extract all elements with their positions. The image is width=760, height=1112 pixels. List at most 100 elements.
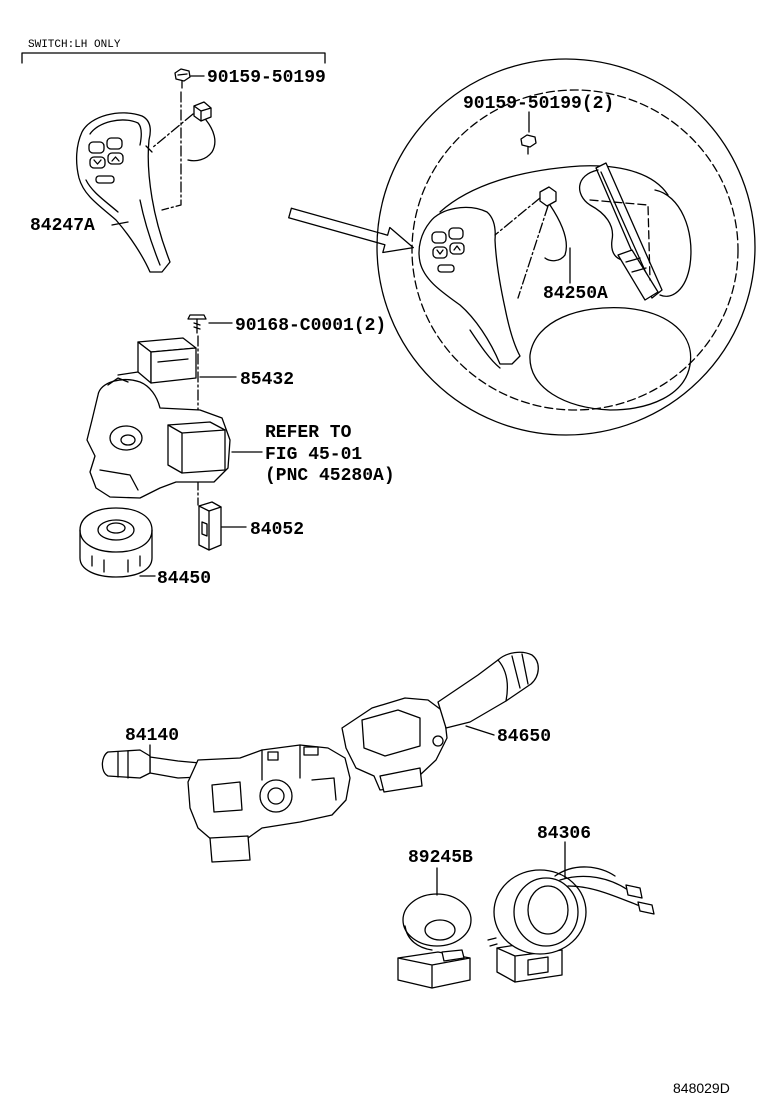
module-edges <box>167 424 226 474</box>
sensor-wall <box>404 925 433 951</box>
connector-edge <box>193 105 212 122</box>
switch-button <box>449 242 465 255</box>
chevron-down-icon <box>93 159 102 165</box>
switch-button <box>95 175 115 184</box>
lever-pivot-inner <box>267 787 285 805</box>
part-label-89245b: 89245B <box>408 848 473 868</box>
wire-connector <box>637 901 655 915</box>
combination-switch-body <box>86 377 231 499</box>
chevron-up-icon <box>111 156 120 162</box>
lever-pivot <box>259 779 293 813</box>
ignition-hole <box>109 425 143 451</box>
screw-icon <box>187 314 207 320</box>
housing-tab <box>303 746 319 756</box>
part-label-84250a: 84250A <box>543 284 608 304</box>
refer-text-line-2: FIG 45-01 <box>265 445 362 465</box>
switch-lower-rim <box>85 179 119 213</box>
steering-wheel <box>376 58 756 436</box>
housing-tab <box>267 751 279 761</box>
refer-text-line-3: (PNC 45280A) <box>265 466 395 486</box>
plug-body <box>198 501 222 551</box>
wheel-hub-upper <box>439 165 669 213</box>
screw-icon <box>520 134 537 148</box>
housing-detail <box>99 377 139 491</box>
ring-body <box>79 507 153 578</box>
cable-rotor <box>513 877 579 947</box>
wheel-rim-inner <box>411 89 739 411</box>
diagram-code: 848029D <box>673 1080 730 1096</box>
housing-detail <box>211 744 337 813</box>
ring-ticks <box>91 555 141 573</box>
wire-connector <box>625 884 643 899</box>
wheel-rim-outer <box>376 58 756 436</box>
plug-slot <box>201 521 208 537</box>
switch-connector <box>193 101 212 122</box>
ring-hole-inner <box>106 522 126 534</box>
chevron-down-icon <box>436 249 444 255</box>
part-84140 <box>101 744 351 863</box>
part-84450 <box>79 507 153 578</box>
relay-front-face <box>150 347 197 384</box>
assembly-outline <box>589 199 651 281</box>
stalk-ribs <box>511 653 529 689</box>
wheel-switch-left <box>418 206 521 365</box>
switch-button <box>106 137 123 150</box>
switch-detail <box>625 257 647 273</box>
part-89245b <box>397 893 472 989</box>
chevron-up-icon <box>453 245 461 251</box>
switch-arm-edge <box>139 199 161 266</box>
screw-slot <box>177 73 188 89</box>
relay-detail <box>117 358 189 376</box>
assembly-line <box>151 113 194 149</box>
lever-connector <box>209 835 251 863</box>
part-84650 <box>341 651 539 793</box>
wheel-connector <box>539 186 557 207</box>
switch-pin <box>145 145 153 153</box>
switch-inner-contour <box>89 119 142 146</box>
ring-hole <box>97 519 135 541</box>
assembly-line <box>161 91 182 211</box>
part-label-84650: 84650 <box>497 727 551 747</box>
housing-screw <box>432 735 444 747</box>
connector-edges <box>397 957 471 989</box>
switch-button <box>432 246 448 259</box>
part-label-84140: 84140 <box>125 726 179 746</box>
sensor-hole <box>424 919 456 941</box>
wheel-hub-lower <box>529 306 692 411</box>
wiper-housing <box>341 697 448 791</box>
housing-opening <box>361 709 421 757</box>
leader-84650 <box>465 725 495 736</box>
part-label-90168-c0001: 90168-C0001(2) <box>235 316 386 336</box>
leader-84247a <box>111 221 129 226</box>
switch-button <box>107 152 124 165</box>
refer-text-line-1: REFER TO <box>265 423 352 443</box>
part-84052 <box>198 501 222 551</box>
wheel-switch-wire <box>579 169 631 261</box>
cable-wires <box>554 866 641 907</box>
steering-switch-lh <box>75 68 216 273</box>
wheel-wire <box>544 204 567 262</box>
switch-button <box>89 156 106 169</box>
wheel-left-spoke <box>469 329 501 369</box>
assembly-line <box>517 205 549 299</box>
cable-pins <box>487 937 498 947</box>
part-label-84450: 84450 <box>157 569 211 589</box>
part-label-84052: 84052 <box>250 520 304 540</box>
assembly-line <box>494 197 541 236</box>
wiper-stalk <box>437 651 539 729</box>
switch-button <box>88 141 105 154</box>
note-switch-lh-only: SWITCH:LH ONLY <box>28 39 121 51</box>
stalk-knob-edge <box>497 659 509 702</box>
switch-button <box>437 264 455 273</box>
switch-wire <box>187 119 216 162</box>
part-label-90159-50199: 90159-50199 <box>207 68 326 88</box>
ignition-hole-inner <box>120 434 136 446</box>
sensor-tab <box>441 949 465 962</box>
part-84306 <box>487 866 655 983</box>
cable-ring <box>493 869 587 955</box>
switch-button <box>431 231 447 244</box>
part-label-84247a: 84247A <box>30 216 95 236</box>
wheel-right-opening <box>654 189 692 297</box>
part-label-90159-50199-2: 90159-50199(2) <box>463 94 614 114</box>
